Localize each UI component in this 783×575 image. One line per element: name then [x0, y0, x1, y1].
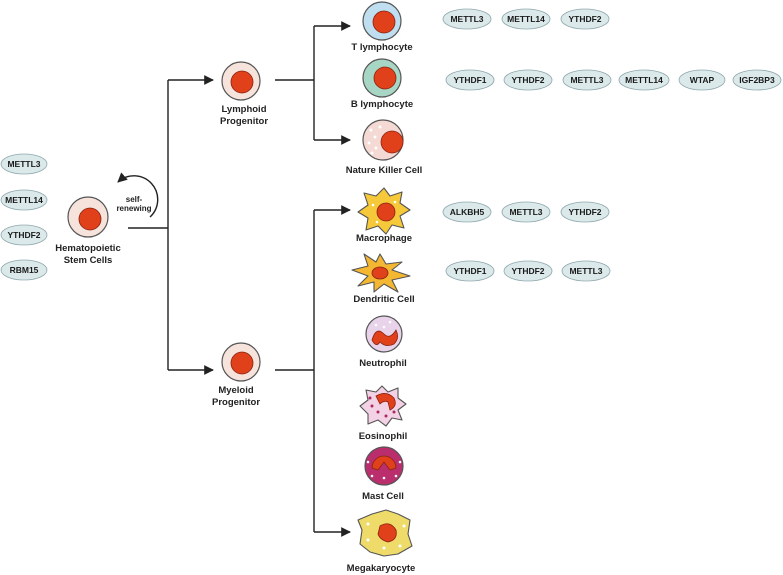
eosinophil-label: Eosinophil	[359, 431, 408, 442]
marker-label: METTL3	[450, 14, 483, 24]
self-renewing-label-line2: renewing	[116, 204, 151, 213]
marker-pill: WTAP	[678, 69, 726, 91]
eosinophil-cell	[359, 385, 407, 427]
marker-pill: ALKBH5	[442, 201, 492, 223]
marker-label: METTL14	[625, 75, 663, 85]
connectors	[117, 21, 351, 537]
mast-cell	[364, 446, 404, 486]
marker-label: IGF2BP3	[739, 75, 775, 85]
nk-cell	[362, 119, 404, 161]
myeloid-label-line1: Myeloid	[218, 385, 254, 396]
lymphoid-label-line2: Progenitor	[220, 116, 268, 127]
marker-label: YTHDF1	[453, 75, 486, 85]
marker-label: YTHDF2	[511, 266, 544, 276]
self-renewing-arrow	[117, 172, 159, 218]
marker-label: METTL3	[509, 207, 542, 217]
mast-cell-label: Mast Cell	[362, 491, 404, 502]
neutrophil-label: Neutrophil	[359, 358, 407, 369]
marker-pill: YTHDF2	[560, 8, 610, 30]
hsc-label-line2: Stem Cells	[64, 255, 113, 266]
marker-pill: METTL3	[561, 260, 611, 282]
b-lymphocyte-cell	[362, 58, 402, 98]
hsc-marker-list: METTL3 METTL14 YTHDF2 RBM15	[0, 153, 48, 281]
marker-label: WTAP	[690, 75, 715, 85]
marker-label: METTL3	[7, 159, 40, 169]
macrophage-marker-list: ALKBH5 METTL3 YTHDF2	[442, 201, 610, 223]
marker-pill: YTHDF2	[560, 201, 610, 223]
marker-label: YTHDF2	[568, 207, 601, 217]
marker-pill: METTL14	[618, 69, 670, 91]
marker-pill: METTL14	[0, 189, 48, 211]
marker-pill: METTL14	[501, 8, 551, 30]
nk-cell-label: Nature Killer Cell	[346, 165, 423, 176]
marker-pill: RBM15	[0, 259, 48, 281]
b-lymphocyte-label: B lymphocyte	[351, 99, 413, 110]
marker-label: YTHDF2	[7, 230, 40, 240]
megakaryocyte-cell	[357, 509, 413, 557]
marker-pill: METTL3	[0, 153, 48, 175]
hsc-label-line1: Hematopoietic	[55, 243, 120, 254]
marker-label: METTL3	[569, 266, 602, 276]
marker-pill: METTL3	[562, 69, 612, 91]
marker-pill: METTL3	[501, 201, 551, 223]
marker-pill: YTHDF1	[445, 69, 495, 91]
marker-label: METTL14	[507, 14, 545, 24]
marker-pill: METTL3	[442, 8, 492, 30]
marker-pill: YTHDF2	[503, 69, 553, 91]
hsc-cell	[67, 196, 109, 238]
macrophage-cell	[357, 187, 411, 235]
marker-label: RBM15	[10, 265, 39, 275]
lymphoid-progenitor-cell	[221, 61, 261, 101]
marker-label: ALKBH5	[450, 207, 485, 217]
marker-label: YTHDF1	[453, 266, 486, 276]
macrophage-label: Macrophage	[356, 233, 412, 244]
myeloid-progenitor-cell	[221, 342, 261, 382]
marker-label: YTHDF2	[568, 14, 601, 24]
dendritic-cell-marker-list: YTHDF1 YTHDF2 METTL3	[445, 260, 611, 282]
marker-label: METTL3	[570, 75, 603, 85]
self-renewing-label-line1: self-	[126, 195, 143, 204]
t-lymphocyte-marker-list: METTL3 METTL14 YTHDF2	[442, 8, 610, 30]
dendritic-cell	[351, 253, 411, 293]
marker-label: YTHDF2	[511, 75, 544, 85]
marker-pill: YTHDF2	[0, 224, 48, 246]
dendritic-cell-label: Dendritic Cell	[353, 294, 414, 305]
myeloid-label-line2: Progenitor	[212, 397, 260, 408]
neutrophil-cell	[365, 315, 403, 353]
b-lymphocyte-marker-list: YTHDF1 YTHDF2 METTL3 METTL14 WTAP IGF2BP…	[445, 69, 782, 91]
marker-pill: YTHDF2	[503, 260, 553, 282]
t-lymphocyte-label: T lymphocyte	[351, 42, 412, 53]
megakaryocyte-label: Megakaryocyte	[347, 563, 416, 574]
marker-pill: YTHDF1	[445, 260, 495, 282]
marker-label: METTL14	[5, 195, 43, 205]
lymphoid-label-line1: Lymphoid	[221, 104, 266, 115]
marker-pill: IGF2BP3	[732, 69, 782, 91]
t-lymphocyte-cell	[362, 1, 402, 41]
